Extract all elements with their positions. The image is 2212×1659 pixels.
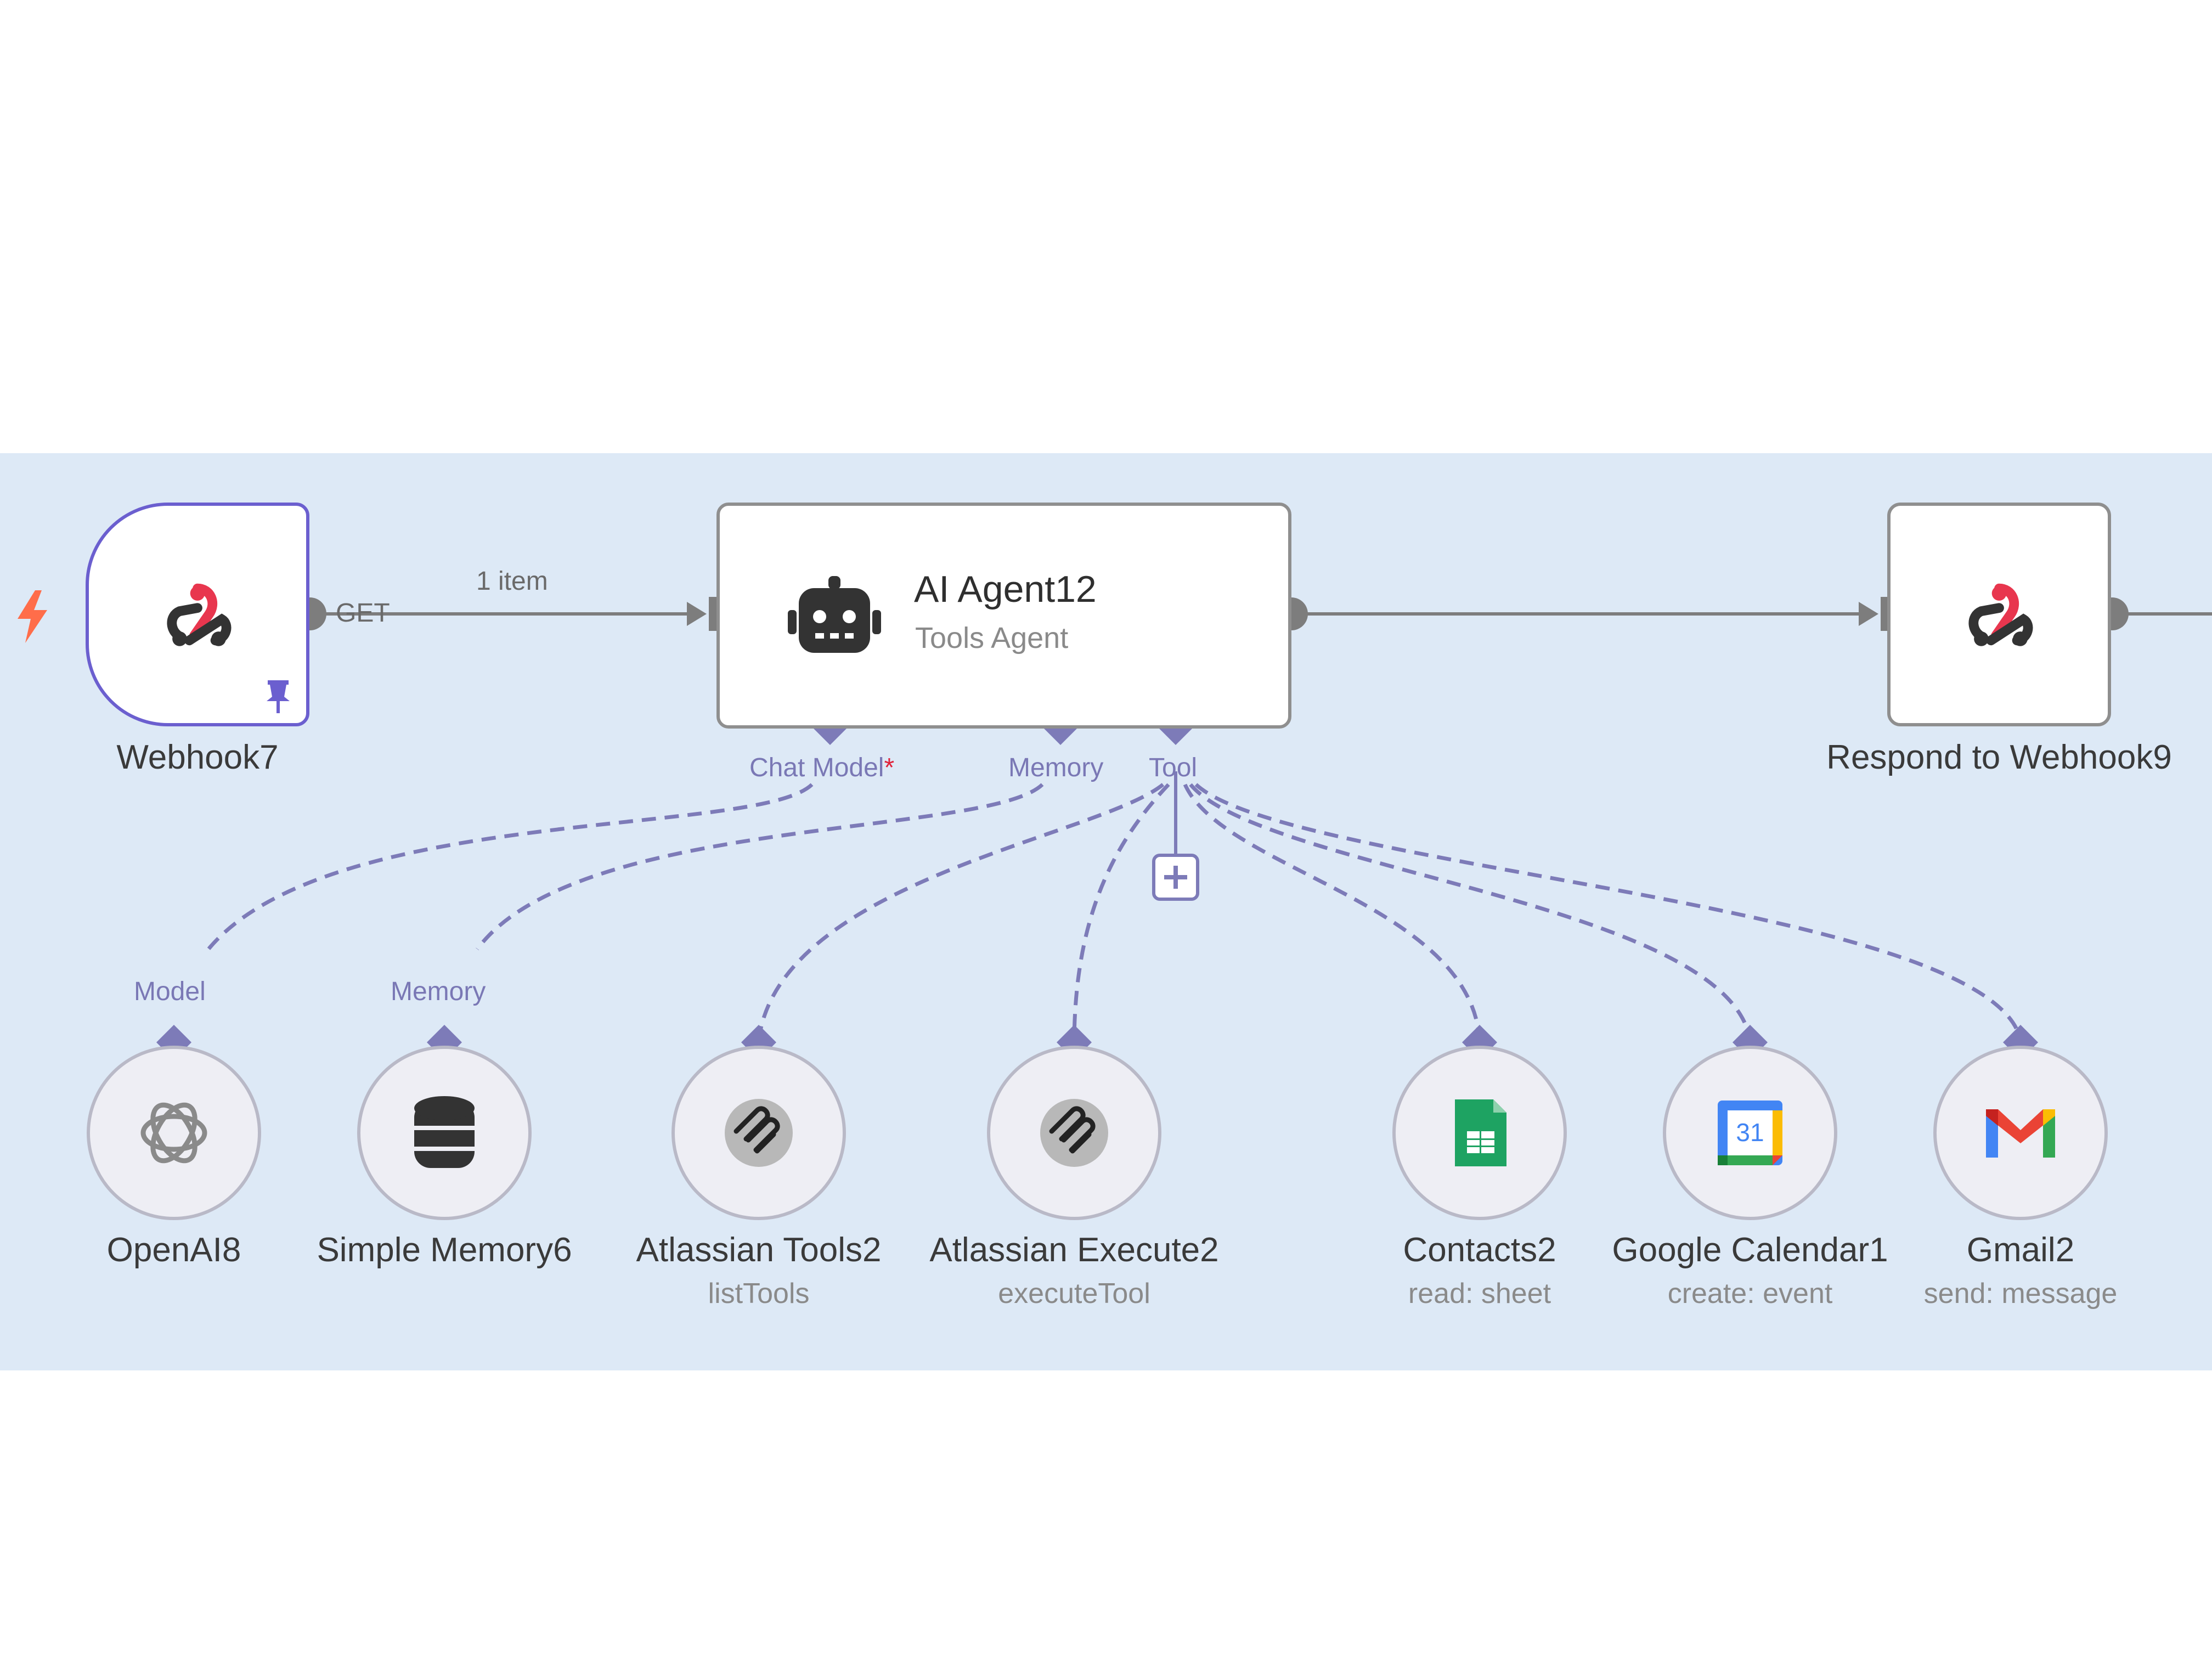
arrow-head xyxy=(687,602,707,626)
gmail-icon xyxy=(1986,1109,2055,1158)
openai-node-title: OpenAI8 xyxy=(106,1231,241,1269)
contacts-node[interactable] xyxy=(1392,1046,1567,1220)
contacts-node-title: Contacts2 xyxy=(1403,1231,1556,1269)
respond-to-webhook-node[interactable] xyxy=(1887,503,2111,726)
gmail-node-subtitle: send: message xyxy=(1923,1278,2118,1310)
get-edge-label: GET xyxy=(336,599,390,628)
memory-connection xyxy=(476,783,1044,951)
atlassian-execute-node-title: Atlassian Execute2 xyxy=(929,1231,1219,1269)
simple-memory-node-title: Simple Memory6 xyxy=(317,1231,572,1269)
google-calendar-node-title: Google Calendar1 xyxy=(1612,1231,1888,1269)
ai-agent-node[interactable]: AI Agent12 Tools Agent xyxy=(716,503,1291,729)
trigger-bolt-icon xyxy=(18,590,47,643)
atlassian-tools-node-subtitle: listTools xyxy=(708,1278,810,1310)
gmail-node[interactable] xyxy=(1933,1046,2108,1220)
mcp-tool-icon xyxy=(1040,1099,1108,1167)
atlassian-execute-node[interactable] xyxy=(987,1046,1161,1220)
items-edge-label: 1 item xyxy=(476,567,548,596)
respond-node-title: Respond to Webhook9 xyxy=(1826,738,2172,776)
google-calendar-node[interactable]: 31 xyxy=(1663,1046,1837,1220)
google-sheets-icon xyxy=(1455,1099,1506,1166)
pin-icon[interactable] xyxy=(263,680,293,713)
tool-connection-atlassian-execute xyxy=(1072,783,1170,1041)
robot-icon xyxy=(788,576,881,653)
add-tool-button[interactable] xyxy=(1152,854,1199,901)
google-calendar-node-subtitle: create: event xyxy=(1667,1278,1833,1310)
gmail-node-title: Gmail2 xyxy=(1966,1231,2075,1269)
tool-port-label: Tool xyxy=(1149,753,1198,782)
atlassian-tools-node-title: Atlassian Tools2 xyxy=(636,1231,882,1269)
webhook-node-title: Webhook7 xyxy=(116,738,279,776)
openai-port-label: Model xyxy=(134,977,206,1006)
tool-connection-calendar xyxy=(1189,783,1752,1041)
calendar-day-text: 31 xyxy=(1736,1118,1764,1147)
chat-model-port-label: Chat Model* xyxy=(749,753,894,783)
atlassian-execute-node-subtitle: executeTool xyxy=(998,1278,1150,1310)
database-icon xyxy=(413,1096,476,1168)
agent-subtitle: Tools Agent xyxy=(915,622,1069,654)
memory-port-label: Memory xyxy=(1008,753,1104,782)
workflow-canvas[interactable]: GET 1 item Webhook7 AI Agent12 Tools Age… xyxy=(0,453,2212,1370)
webhook-icon xyxy=(167,583,232,646)
openai-icon xyxy=(140,1102,207,1164)
plus-icon xyxy=(1164,866,1187,889)
tool-connection-contacts xyxy=(1183,783,1482,1041)
mcp-tool-icon xyxy=(725,1099,793,1167)
agent-title: AI Agent12 xyxy=(914,568,1097,610)
webhook-node[interactable] xyxy=(86,503,309,726)
google-calendar-icon: 31 xyxy=(1718,1101,1782,1165)
openai-node[interactable] xyxy=(87,1046,261,1220)
chat-model-port-text: Chat Model xyxy=(749,753,884,782)
simple-memory-node[interactable] xyxy=(357,1046,532,1220)
memory-node-port-label: Memory xyxy=(391,977,486,1006)
tool-connection-gmail xyxy=(1194,783,2023,1041)
tool-connection-atlassian-tools xyxy=(757,783,1165,1041)
contacts-node-subtitle: read: sheet xyxy=(1408,1278,1551,1310)
chat-model-connection xyxy=(207,783,814,951)
required-mark: * xyxy=(884,753,895,782)
webhook-icon xyxy=(1968,583,2033,646)
arrow-head xyxy=(1859,602,1878,626)
atlassian-tools-node[interactable] xyxy=(672,1046,846,1220)
